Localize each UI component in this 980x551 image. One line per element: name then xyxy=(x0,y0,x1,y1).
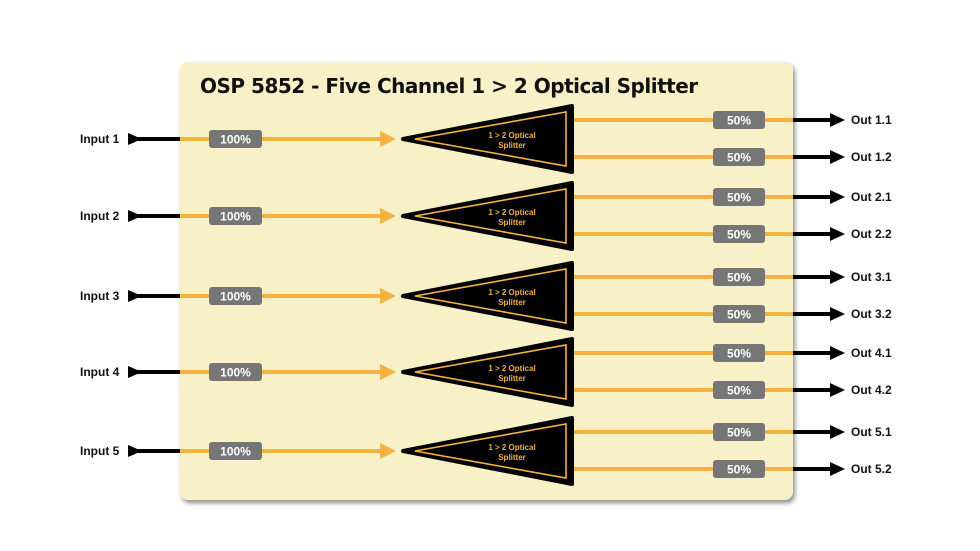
output-level-badge xyxy=(713,268,765,286)
output-label: Out 4.2 xyxy=(851,383,892,397)
output-label: Out 3.2 xyxy=(851,307,892,321)
fiber-arrow-icon xyxy=(380,443,396,459)
channel-2: Input 2 100% 50% Out 2.1 50% Out 2.2 1 > 2 Opt… xyxy=(80,181,892,251)
splitter-label: Splitter xyxy=(498,453,526,462)
output-level: 50% xyxy=(727,114,751,128)
output-level: 50% xyxy=(727,271,751,285)
output-level-badge xyxy=(713,460,765,478)
output-level: 50% xyxy=(727,347,751,361)
input-level-badge xyxy=(209,442,262,460)
input-level: 100% xyxy=(220,133,251,147)
input-label: Input 3 xyxy=(80,289,120,303)
splitter-label: 1 > 2 Optical xyxy=(488,131,535,140)
channel-4: Input 4 100% 50% Out 4.1 50% Out 4.2 1 > 2 Opt… xyxy=(80,337,892,407)
splitter-border xyxy=(414,268,567,324)
output-level-badge xyxy=(713,381,765,399)
output-arrow-icon xyxy=(830,462,845,476)
output-label: Out 1.2 xyxy=(851,150,892,164)
output-level: 50% xyxy=(727,151,751,165)
splitter-label: 1 > 2 Optical xyxy=(488,443,535,452)
splitter-border xyxy=(414,423,567,479)
splitter-label: Splitter xyxy=(498,374,526,383)
fiber-arrow-icon xyxy=(380,364,396,380)
channel-3: Input 3 100% 50% Out 3.1 50% Out 3.2 1 > 2 Opt… xyxy=(80,261,892,331)
fiber-arrow-icon xyxy=(380,131,396,147)
output-label: Out 2.2 xyxy=(851,227,892,241)
fiber-arrow-icon xyxy=(380,288,396,304)
splitter-label: Splitter xyxy=(498,141,526,150)
splitter-label: 1 > 2 Optical xyxy=(488,208,535,217)
fiber-arrow-icon xyxy=(380,208,396,224)
input-level-badge xyxy=(209,287,262,305)
channel-1: Input 1 100% 50% Out 1.1 50% Out 1.2 1 > 2 Opt… xyxy=(80,104,892,174)
input-level: 100% xyxy=(220,366,251,380)
output-label: Out 5.2 xyxy=(851,462,892,476)
output-level: 50% xyxy=(727,463,751,477)
output-arrow-icon xyxy=(830,190,845,204)
input-arrow-icon xyxy=(128,133,142,145)
channel-5: Input 5 100% 50% Out 5.1 50% Out 5.2 1 > 2 Opt… xyxy=(80,416,892,486)
output-arrow-icon xyxy=(830,307,845,321)
output-level: 50% xyxy=(727,308,751,322)
splitter-body xyxy=(401,261,574,331)
input-label: Input 2 xyxy=(80,209,120,223)
output-level-badge xyxy=(713,148,765,166)
output-label: Out 1.1 xyxy=(851,113,892,127)
splitter-body xyxy=(401,416,574,486)
output-level-badge xyxy=(713,188,765,206)
output-label: Out 3.1 xyxy=(851,270,892,284)
output-arrow-icon xyxy=(830,346,845,360)
output-arrow-icon xyxy=(830,150,845,164)
output-arrow-icon xyxy=(830,383,845,397)
input-level: 100% xyxy=(220,290,251,304)
input-level: 100% xyxy=(220,210,251,224)
splitter-label: 1 > 2 Optical xyxy=(488,288,535,297)
input-level-badge xyxy=(209,363,262,381)
output-level-badge xyxy=(713,423,765,441)
output-level-badge xyxy=(713,305,765,323)
splitter-label: Splitter xyxy=(498,298,526,307)
output-label: Out 2.1 xyxy=(851,190,892,204)
input-arrow-icon xyxy=(128,210,142,222)
input-level: 100% xyxy=(220,445,251,459)
input-arrow-icon xyxy=(128,445,142,457)
output-arrow-icon xyxy=(830,227,845,241)
output-level-badge xyxy=(713,225,765,243)
splitter-label: Splitter xyxy=(498,218,526,227)
splitter-body xyxy=(401,181,574,251)
splitter-body xyxy=(401,337,574,407)
input-level-badge xyxy=(209,207,262,225)
input-label: Input 5 xyxy=(80,444,120,458)
input-label: Input 4 xyxy=(80,365,120,379)
diagram-title: OSP 5852 - Five Channel 1 > 2 Optical Sp… xyxy=(200,74,698,98)
output-level: 50% xyxy=(727,426,751,440)
input-level-badge xyxy=(209,130,262,148)
output-label: Out 5.1 xyxy=(851,425,892,439)
splitter-label: 1 > 2 Optical xyxy=(488,364,535,373)
output-label: Out 4.1 xyxy=(851,346,892,360)
output-level-badge xyxy=(713,111,765,129)
output-arrow-icon xyxy=(830,270,845,284)
splitter-border xyxy=(414,344,567,400)
input-arrow-icon xyxy=(128,366,142,378)
output-level-badge xyxy=(713,344,765,362)
splitter-border xyxy=(414,188,567,244)
output-level: 50% xyxy=(727,384,751,398)
output-level: 50% xyxy=(727,191,751,205)
input-arrow-icon xyxy=(128,290,142,302)
output-level: 50% xyxy=(727,228,751,242)
splitter-border xyxy=(414,111,567,167)
input-label: Input 1 xyxy=(80,132,120,146)
output-arrow-icon xyxy=(830,113,845,127)
splitter-body xyxy=(401,104,574,174)
output-arrow-icon xyxy=(830,425,845,439)
